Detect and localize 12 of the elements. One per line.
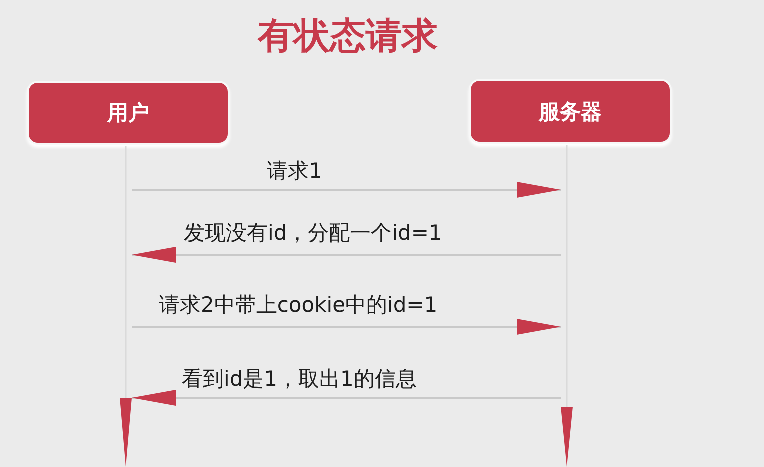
arrow xyxy=(132,390,561,406)
arrow xyxy=(132,182,561,198)
actor-box xyxy=(471,81,670,142)
edge-label: 看到id是1，取出1的信息 xyxy=(180,366,419,392)
actor-label: 服务器 xyxy=(539,98,602,124)
actor-label: 用户 xyxy=(108,100,150,126)
arrow xyxy=(132,247,561,263)
actor-box xyxy=(29,83,228,143)
lifeline xyxy=(561,145,573,467)
lifeline xyxy=(120,146,132,467)
arrow xyxy=(132,319,561,335)
diagram-title: 有状态请求 xyxy=(258,15,438,59)
